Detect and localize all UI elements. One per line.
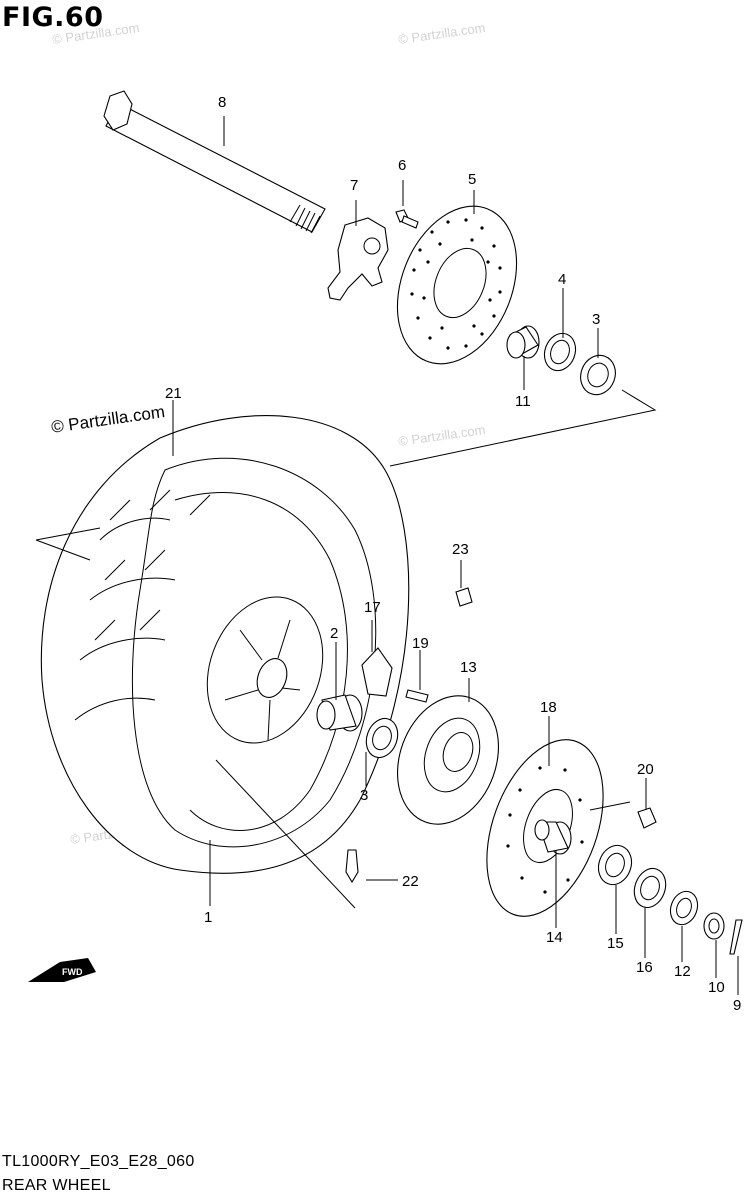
collar-12 xyxy=(669,890,699,926)
damper-17 xyxy=(361,647,393,697)
leader-lines xyxy=(172,116,739,995)
rear-axle xyxy=(103,90,326,234)
callout-6: 6 xyxy=(398,157,406,174)
collar-11 xyxy=(506,325,540,359)
spacer-2 xyxy=(316,694,363,732)
alignment-lines xyxy=(35,389,657,909)
callout-7: 7 xyxy=(350,177,358,194)
bolt-6 xyxy=(395,209,419,229)
callout-13: 13 xyxy=(460,659,477,676)
oil-seal-16 xyxy=(633,867,667,909)
callout-3-upper: 3 xyxy=(592,311,600,328)
part-number-callouts: 8 7 6 5 4 3 11 21 23 17 19 13 2 3 1 22 1… xyxy=(165,94,741,1014)
bolt-19 xyxy=(405,689,429,703)
bearing-15 xyxy=(597,844,633,886)
oil-seal-4 xyxy=(543,332,577,372)
callout-18: 18 xyxy=(540,699,557,716)
callout-14: 14 xyxy=(546,929,563,946)
callout-2: 2 xyxy=(330,625,338,642)
bearing-3-upper xyxy=(580,354,616,396)
callout-23: 23 xyxy=(452,541,469,558)
callout-15: 15 xyxy=(607,935,624,952)
model-code: TL1000RY_E03_E28_060 xyxy=(2,1153,195,1170)
callout-11: 11 xyxy=(515,393,531,410)
fwd-arrow-icon: FWD xyxy=(28,958,96,982)
castle-nut-10 xyxy=(703,912,725,940)
rear-wheel-assembly xyxy=(40,415,410,874)
cotter-pin-9 xyxy=(729,919,743,955)
callout-3-lower: 3 xyxy=(360,787,368,804)
sprocket-carrier-13 xyxy=(397,695,499,825)
callout-16: 16 xyxy=(636,959,653,976)
spacer-14 xyxy=(534,819,572,855)
callout-10: 10 xyxy=(708,979,725,996)
callout-4: 4 xyxy=(558,271,566,288)
callout-17: 17 xyxy=(364,599,381,616)
diagram-caption: REAR WHEEL xyxy=(2,1177,111,1194)
callout-22: 22 xyxy=(402,873,419,890)
callout-5: 5 xyxy=(468,171,476,188)
callout-1: 1 xyxy=(204,909,212,926)
callout-12: 12 xyxy=(674,963,691,980)
callout-21: 21 xyxy=(165,385,182,402)
bearing-3-lower xyxy=(365,717,399,759)
fwd-label: FWD xyxy=(62,967,83,977)
rear-brake-disc xyxy=(396,205,518,365)
caliper-bracket xyxy=(327,217,389,301)
callout-19: 19 xyxy=(412,635,429,652)
callout-8: 8 xyxy=(218,94,226,111)
valve-22 xyxy=(345,849,359,884)
callout-20: 20 xyxy=(637,761,654,778)
figure-title: FIG.60 xyxy=(2,2,104,33)
callout-9: 9 xyxy=(733,997,741,1014)
cushion-23 xyxy=(455,587,473,607)
nut-20 xyxy=(637,807,657,829)
